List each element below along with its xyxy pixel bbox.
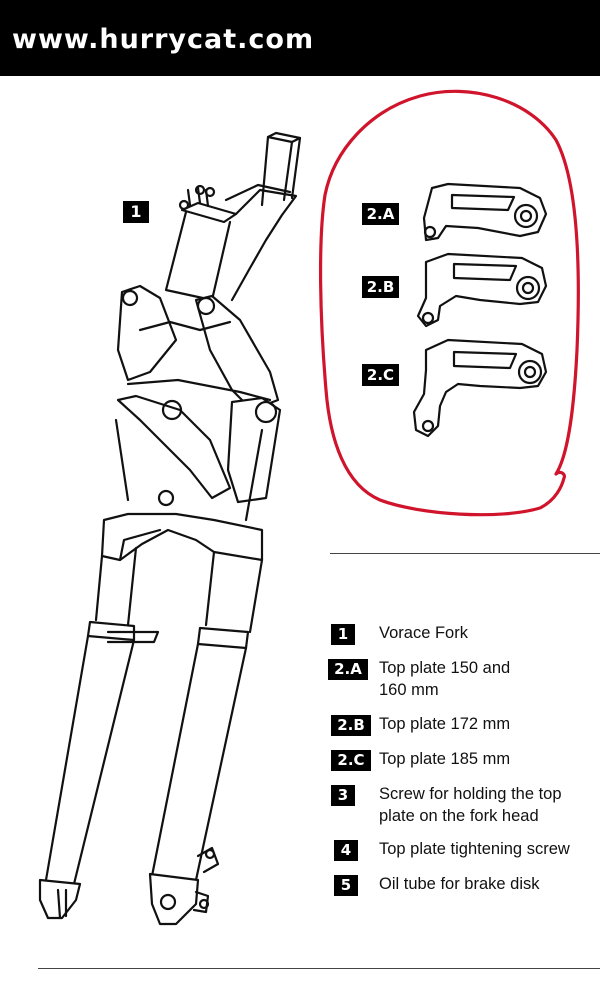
fork-badge: 1 xyxy=(123,201,149,223)
legend-badge: 3 xyxy=(331,785,355,806)
top-plate-2b-drawing xyxy=(416,252,548,328)
legend-text: Top plate 185 mm xyxy=(379,750,511,768)
legend-text: Vorace Fork xyxy=(379,624,468,642)
top-plate-2a-drawing xyxy=(422,182,548,242)
site-url: www.hurrycat.com xyxy=(12,24,315,55)
legend-text: Oil tube for brake disk xyxy=(379,875,540,893)
legend-badge: 1 xyxy=(331,624,355,645)
legend-badge: 2.C xyxy=(331,750,371,771)
plate-2a-badge: 2.A xyxy=(362,203,399,225)
legend-text: Screw for holding the top plate on the f… xyxy=(379,785,562,825)
red-highlight-loop xyxy=(318,89,580,517)
page-bottom-divider xyxy=(38,968,600,969)
legend-badge: 2.A xyxy=(328,659,368,680)
legend-badge: 2.B xyxy=(331,715,371,736)
legend-badge: 5 xyxy=(334,875,358,896)
plate-2c-badge: 2.C xyxy=(362,364,399,386)
legend-text: Top plate 172 mm xyxy=(379,715,511,733)
top-plate-2c-drawing xyxy=(412,338,548,438)
legend-top-divider xyxy=(330,553,600,554)
legend-badge: 4 xyxy=(334,840,358,861)
plate-2b-badge: 2.B xyxy=(362,276,399,298)
legend-text: Top plate tightening screw xyxy=(379,840,570,858)
header-bar: www.hurrycat.com xyxy=(0,0,600,76)
legend-text: Top plate 150 and 160 mm xyxy=(379,659,511,699)
